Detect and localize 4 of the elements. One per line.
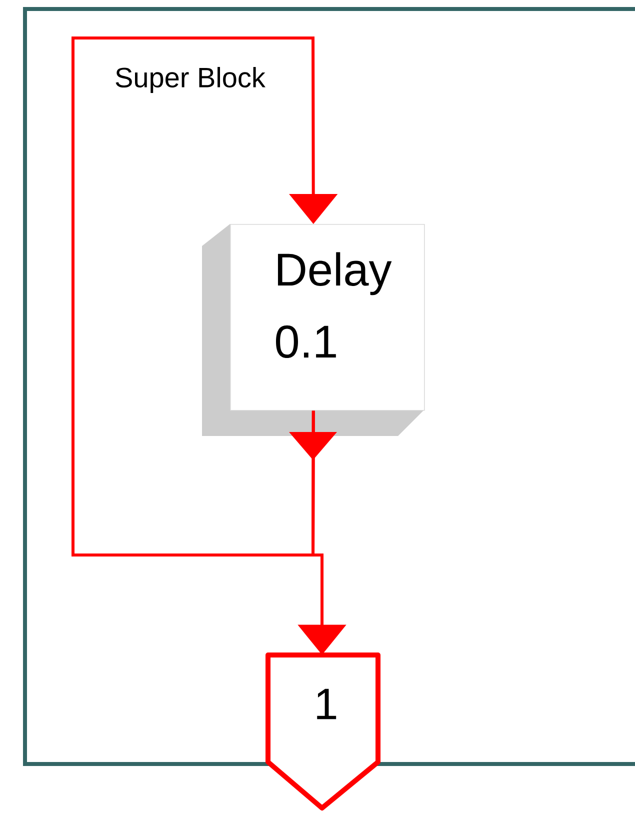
- port-number: 1: [317, 688, 336, 720]
- block-title: Super Block: [116, 66, 266, 94]
- block-text: Delay 0.1: [276, 252, 392, 358]
- arrow: [72, 36, 338, 556]
